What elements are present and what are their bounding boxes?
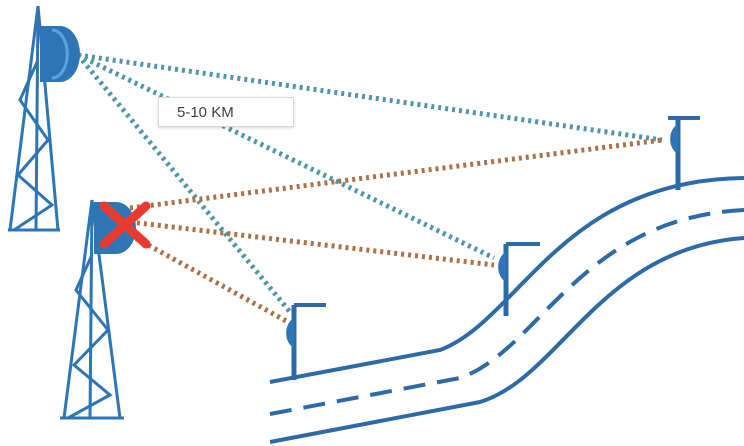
street-light-icon: [668, 116, 700, 190]
road-centerline: [269, 208, 744, 416]
road: [269, 176, 744, 444]
link-tower-to-light-2: [76, 52, 496, 261]
link-tower-to-light-3: [77, 52, 663, 143]
link-tower-to-light-1: [76, 53, 292, 314]
distance-label: 5-10 KM: [158, 97, 294, 127]
road-edge-upper: [269, 176, 744, 384]
road-edge-lower: [269, 236, 744, 444]
relay-link-light-3: [129, 137, 663, 211]
red-x-icon: [99, 201, 151, 249]
street-light-icon: [286, 303, 326, 380]
lattice-tower-icon: [8, 5, 60, 232]
relay-link-light-1: [128, 232, 290, 325]
relay-links: [128, 137, 663, 325]
main-tower-dish-icon: [40, 26, 80, 82]
relay-link-light-2: [129, 219, 495, 268]
main-tower-links: [76, 52, 663, 314]
street-light-icon: [498, 242, 540, 316]
